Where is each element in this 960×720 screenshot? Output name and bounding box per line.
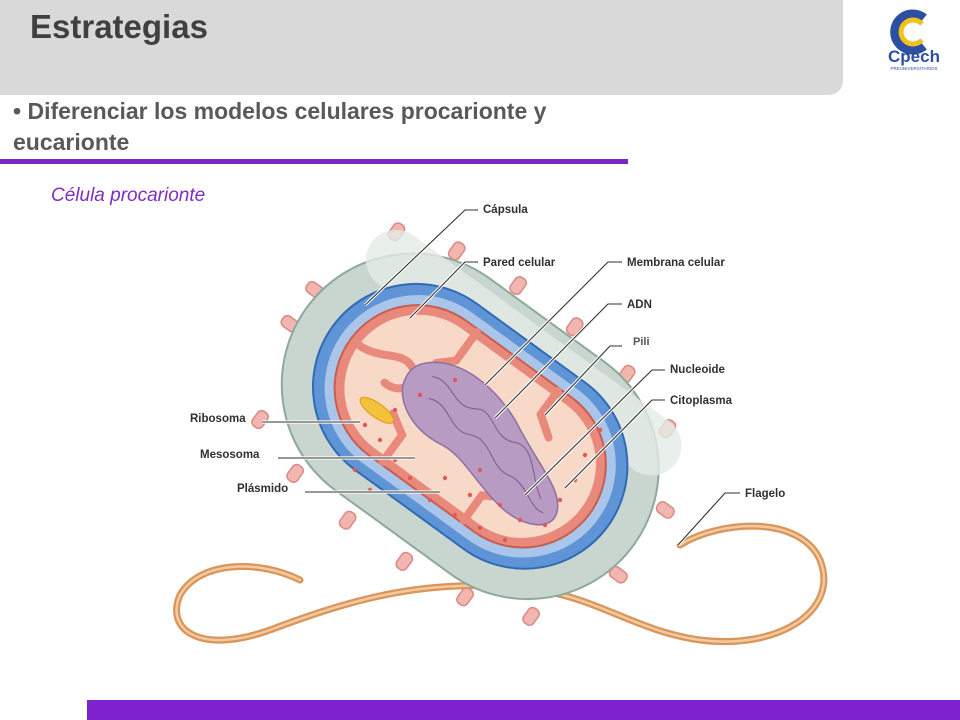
- label-mesosoma: Mesosoma: [200, 449, 260, 461]
- diagram-subtitle: Célula procarionte: [51, 185, 206, 206]
- label-pared-celular: Pared celular: [483, 257, 556, 269]
- footer-bar: [87, 700, 960, 720]
- logo-text: Cpech: [888, 47, 940, 66]
- header-bar: [0, 0, 843, 95]
- objective-bullet: • Diferenciar los modelos celulares proc…: [13, 98, 547, 155]
- objective-text: Diferenciar los modelos celulares procar…: [13, 98, 547, 155]
- label-ribosoma: Ribosoma: [190, 413, 246, 425]
- label-flagelo: Flagelo: [745, 488, 785, 500]
- label-capsula: Cápsula: [483, 204, 528, 216]
- label-adn: ADN: [627, 299, 652, 311]
- cpech-logo: Cpech PREUNIVERSITARIOS: [888, 9, 940, 71]
- label-nucleoide: Nucleoide: [670, 364, 725, 376]
- leader-lines: [262, 208, 740, 547]
- plasmid: [359, 396, 394, 424]
- label-plasmido: Plásmido: [237, 483, 288, 495]
- page-title: Estrategias: [30, 8, 208, 45]
- nucleoid: [401, 361, 559, 526]
- label-citoplasma: Citoplasma: [670, 395, 733, 407]
- label-pili: Pili: [633, 336, 650, 348]
- label-membrana-celular: Membrana celular: [627, 257, 725, 269]
- logo-subtext: PREUNIVERSITARIOS: [891, 66, 938, 71]
- divider: [0, 159, 628, 164]
